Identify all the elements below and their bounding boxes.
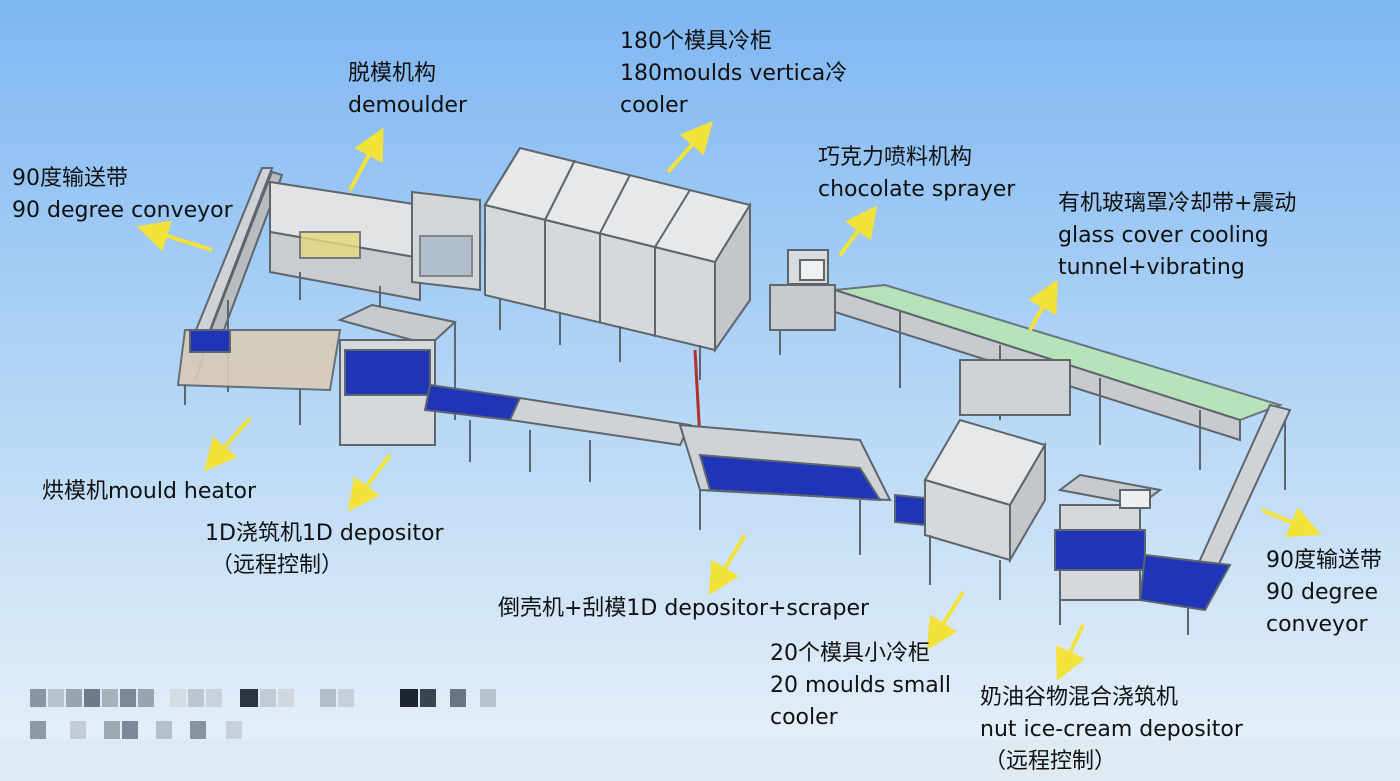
- label-sprayer-zh: 巧克力喷料机构: [818, 145, 973, 170]
- label-sprayer: 巧克力喷料机构 chocolate sprayer: [818, 142, 1015, 206]
- label-conveyor-right: 90度输送带 90 degree conveyor: [1266, 545, 1382, 641]
- cooling-tunnel: [834, 283, 1284, 470]
- label-nut-depositor-zh: 奶油谷物混合浇筑机: [980, 685, 1179, 710]
- label-cooling-tunnel-en2: tunnel+vibrating: [1058, 255, 1245, 280]
- label-mould-heater-text: 烘模机mould heator: [42, 479, 256, 504]
- label-conveyor-left-zh: 90度输送带: [12, 166, 128, 191]
- demoulder-machine: [269, 180, 481, 316]
- label-scraper: 倒壳机+刮模1D depositor+scraper: [498, 593, 869, 625]
- label-small-cooler: 20个模具小冷柜 20 moulds small cooler: [770, 638, 951, 734]
- label-nut-depositor-note: （远程控制）: [984, 749, 1117, 774]
- label-sprayer-en: chocolate sprayer: [818, 177, 1016, 202]
- label-conveyor-right-zh: 90度输送带: [1266, 548, 1382, 573]
- scraper-machine: [678, 423, 892, 555]
- label-demoulder-zh: 脱模机构: [348, 61, 437, 86]
- nut-depositor-machine: [1054, 473, 1232, 625]
- label-conveyor-right-en2: conveyor: [1266, 612, 1368, 637]
- label-demoulder: 脱模机构 demoulder: [348, 58, 467, 122]
- label-conveyor-left: 90度输送带 90 degree conveyor: [12, 163, 233, 227]
- label-nut-depositor: 奶油谷物混合浇筑机 nut ice-cream depositor （远程控制）: [980, 682, 1243, 778]
- label-cooler-180-en2: cooler: [620, 93, 688, 118]
- label-small-cooler-zh: 20个模具小冷柜: [770, 641, 930, 666]
- sprayer-machine: [769, 249, 836, 355]
- label-conveyor-left-en: 90 degree conveyor: [12, 198, 233, 223]
- label-depositor-1d-note: （远程控制）: [211, 553, 344, 578]
- label-cooler-180: 180个模具冷柜 180moulds vertica冷 cooler: [620, 26, 847, 122]
- label-conveyor-right-en: 90 degree: [1266, 580, 1379, 605]
- label-cooler-180-en: 180moulds vertica冷: [620, 61, 848, 86]
- mould-heater-machine: [176, 329, 342, 425]
- label-small-cooler-en2: cooler: [770, 705, 838, 730]
- label-demoulder-en: demoulder: [348, 93, 467, 118]
- depositor-1d-machine: [337, 303, 458, 446]
- label-cooling-tunnel: 有机玻璃罩冷却带+震动 glass cover cooling tunnel+v…: [1058, 188, 1296, 284]
- annotation-arrows: [136, 120, 1322, 681]
- label-cooling-tunnel-en: glass cover cooling: [1058, 223, 1269, 248]
- transfer-conveyor: [423, 383, 692, 482]
- label-cooling-tunnel-zh: 有机玻璃罩冷却带+震动: [1058, 191, 1297, 216]
- label-cooler-180-zh: 180个模具冷柜: [620, 29, 772, 54]
- label-depositor-1d: 1D浇筑机1D depositor （远程控制）: [205, 518, 444, 582]
- pixelated-watermark: [30, 689, 496, 739]
- small-cooler-machine: [894, 418, 1047, 600]
- label-depositor-1d-text: 1D浇筑机1D depositor: [205, 521, 444, 546]
- label-scraper-text: 倒壳机+刮模1D depositor+scraper: [498, 596, 870, 621]
- label-small-cooler-en: 20 moulds small: [770, 673, 951, 698]
- label-nut-depositor-en: nut ice-cream depositor: [980, 717, 1243, 742]
- label-mould-heater: 烘模机mould heator: [42, 476, 256, 508]
- cooler-180-machine: [483, 146, 752, 441]
